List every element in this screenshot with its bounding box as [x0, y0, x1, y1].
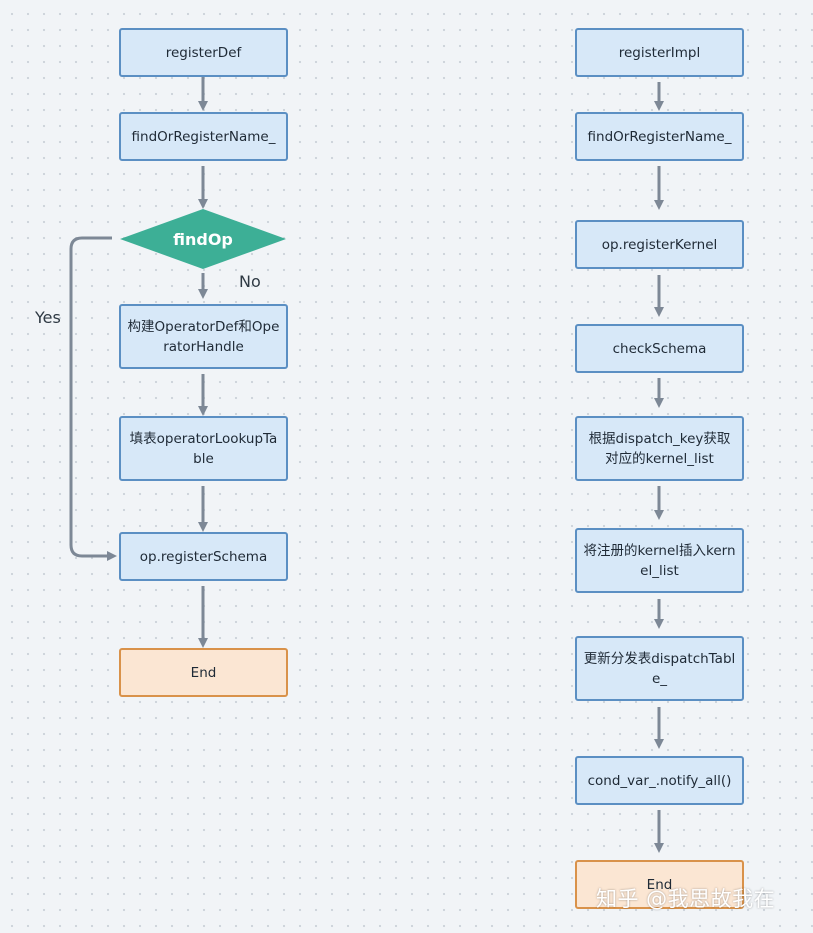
node-label: checkSchema: [612, 340, 707, 357]
node-register-schema[interactable]: op.registerSchema: [119, 532, 288, 581]
node-label: 构建OperatorDef和OperatorHandle: [127, 318, 280, 355]
node-label: End: [190, 664, 217, 681]
find-op-label: findOp: [173, 229, 233, 249]
node-get-kernel-list[interactable]: 根据dispatch_key获取对应的kernel_list: [575, 416, 744, 481]
watermark-text: 知乎 @我思故我在: [596, 887, 776, 911]
node-label: cond_var_.notify_all(): [587, 772, 732, 789]
node-update-dispatch-table[interactable]: 更新分发表dispatchTable_: [575, 636, 744, 701]
node-check-schema[interactable]: checkSchema: [575, 324, 744, 373]
node-label: 填表operatorLookupTable: [129, 430, 278, 467]
node-label: 根据dispatch_key获取对应的kernel_list: [588, 430, 731, 467]
node-find-or-register-name-right[interactable]: findOrRegisterName_: [575, 112, 744, 161]
node-label: findOrRegisterName_: [131, 128, 276, 145]
node-notify-all[interactable]: cond_var_.notify_all(): [575, 756, 744, 805]
node-label: registerImpl: [618, 44, 701, 61]
node-label: findOrRegisterName_: [587, 128, 732, 145]
node-register-impl[interactable]: registerImpl: [575, 28, 744, 77]
node-insert-kernel[interactable]: 将注册的kernel插入kernel_list: [575, 528, 744, 593]
node-register-def[interactable]: registerDef: [119, 28, 288, 77]
node-label: 更新分发表dispatchTable_: [583, 650, 736, 687]
node-label: op.registerKernel: [601, 236, 718, 253]
node-end-right[interactable]: End: [575, 860, 744, 909]
edge-label-no: No: [239, 272, 261, 291]
node-find-or-register-name-left[interactable]: findOrRegisterName_: [119, 112, 288, 161]
node-label: op.registerSchema: [139, 548, 268, 565]
node-find-op-decision[interactable]: [119, 208, 287, 270]
node-label: 将注册的kernel插入kernel_list: [583, 542, 736, 579]
node-label: End: [646, 876, 673, 893]
edge-label-yes: Yes: [35, 308, 61, 327]
node-label: registerDef: [165, 44, 242, 61]
arrow-findop-yes: [69, 236, 117, 561]
node-register-kernel[interactable]: op.registerKernel: [575, 220, 744, 269]
node-end-left[interactable]: End: [119, 648, 288, 697]
node-fill-lookup-table[interactable]: 填表operatorLookupTable: [119, 416, 288, 481]
node-build-operator-def[interactable]: 构建OperatorDef和OperatorHandle: [119, 304, 288, 369]
